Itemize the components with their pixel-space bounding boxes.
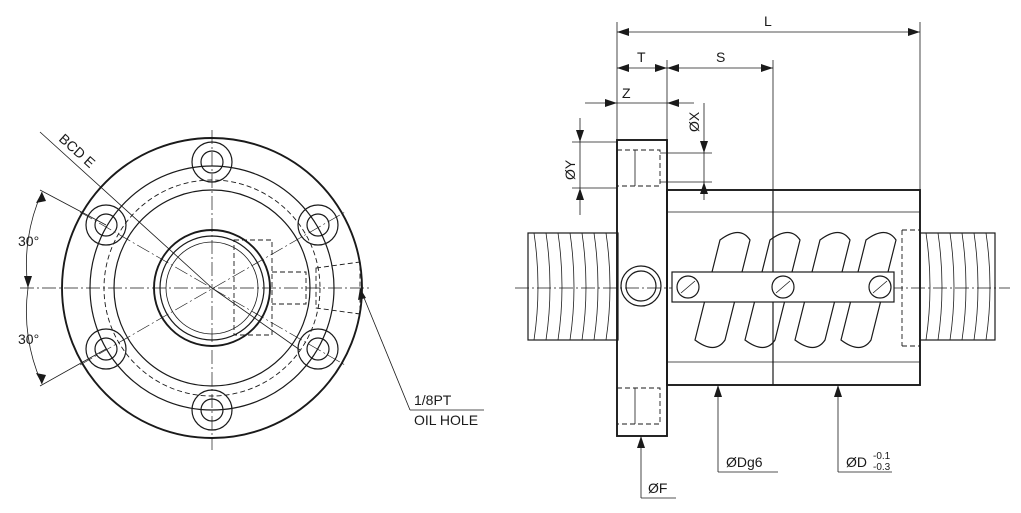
bcd-label: BCD E: [56, 130, 99, 171]
nut-body: [666, 189, 921, 386]
dim-z-label: Z: [622, 85, 631, 101]
bolt-circle: [103, 179, 321, 397]
dim-x-label: ØX: [686, 111, 702, 132]
dim-l-label: L: [764, 13, 772, 29]
front-view: BCD E 30° 30° 1/8PT OIL HOLE: [18, 130, 484, 450]
dim-d-label: ØD: [846, 454, 867, 470]
dim-y-label: ØY: [562, 159, 578, 180]
flange-outer-circle: [61, 137, 363, 439]
dim-dg6-label: ØDg6: [726, 454, 763, 470]
return-tubes: [694, 231, 897, 349]
side-view: L T S Z ØX ØY: [515, 13, 1010, 499]
retainer-screws: [676, 275, 892, 299]
dim-d-tol-lower: -0.3: [873, 462, 891, 473]
dim-s-label: S: [716, 49, 725, 65]
dim-d-tol-upper: -0.1: [873, 451, 891, 462]
dim-t-label: T: [637, 49, 646, 65]
angle-upper-label: 30°: [18, 233, 39, 249]
angle-lower-label: 30°: [18, 331, 39, 347]
screw-shaft-left: [527, 232, 619, 341]
oil-hole-size: 1/8PT: [414, 392, 452, 408]
oil-hole-label: OIL HOLE: [414, 412, 478, 428]
dim-f-label: ØF: [648, 480, 667, 496]
nut-bore: [153, 229, 271, 347]
